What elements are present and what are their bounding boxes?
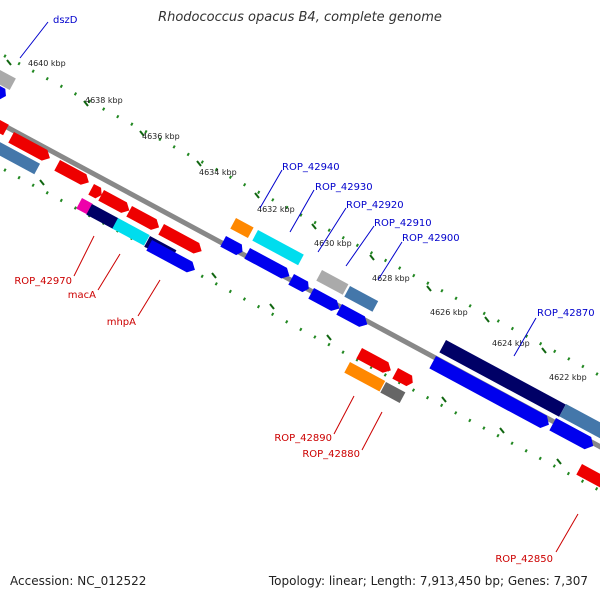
- gene-blue[interactable]: [288, 274, 311, 294]
- leader-line: [317, 207, 347, 253]
- leader-line: [345, 225, 375, 267]
- gene-label[interactable]: macA: [68, 290, 96, 301]
- map-title: Rhodococcus opacus B4, complete genome: [158, 10, 442, 25]
- gene-label[interactable]: ROP_42970: [14, 276, 72, 287]
- gene-blue[interactable]: [549, 418, 596, 452]
- tick-row-lower: [0, 165, 600, 493]
- tick-label: 4626 kbp: [430, 308, 468, 317]
- accession-text: Accession: NC_012522: [10, 574, 147, 588]
- tick-label: 4640 kbp: [28, 59, 66, 68]
- leader-line: [361, 411, 383, 451]
- leader-line: [19, 21, 49, 59]
- gene-red[interactable]: [54, 160, 91, 188]
- tick-label: 4632 kbp: [257, 205, 295, 214]
- gene-blue[interactable]: [244, 248, 292, 281]
- gene-grey[interactable]: [0, 55, 16, 90]
- gene-red[interactable]: [98, 190, 132, 216]
- leader-line: [555, 513, 579, 553]
- gene-label[interactable]: dszD: [53, 15, 78, 26]
- gene-red[interactable]: [356, 348, 393, 376]
- topology-text: Topology: linear; Length: 7,913,450 bp; …: [268, 574, 588, 588]
- gene-navy[interactable]: [439, 340, 566, 417]
- gene-red[interactable]: [0, 115, 9, 136]
- major-ticks-upper: [6, 59, 547, 354]
- gene-label[interactable]: ROP_42880: [302, 449, 360, 460]
- gene-red[interactable]: [8, 132, 52, 163]
- leader-line: [97, 253, 121, 291]
- gene-red[interactable]: [126, 206, 162, 233]
- gene-red[interactable]: [392, 368, 415, 388]
- tick-label: 4622 kbp: [549, 373, 587, 382]
- gene-cyan[interactable]: [252, 230, 304, 266]
- gene-label[interactable]: mhpA: [107, 317, 136, 328]
- gene-steel[interactable]: [559, 404, 600, 441]
- gene-blue[interactable]: [0, 83, 9, 101]
- leader-line: [73, 235, 95, 277]
- major-ticks-lower: [39, 179, 562, 465]
- gene-blue[interactable]: [146, 240, 197, 275]
- gene-label[interactable]: ROP_42940: [282, 162, 340, 173]
- gene-blue[interactable]: [220, 236, 245, 257]
- leader-line: [137, 279, 161, 317]
- gene-blue[interactable]: [308, 288, 342, 314]
- tick-label: 4634 kbp: [199, 168, 237, 177]
- leader-line: [333, 395, 355, 435]
- gene-label[interactable]: ROP_42930: [315, 182, 373, 193]
- gene-orange[interactable]: [344, 362, 386, 392]
- leader-line: [289, 189, 315, 233]
- gene-label[interactable]: ROP_42900: [402, 233, 460, 244]
- leader-line: [513, 317, 537, 357]
- gene-label[interactable]: ROP_42910: [374, 218, 432, 229]
- gene-magenta[interactable]: [76, 198, 93, 215]
- gene-red[interactable]: [576, 464, 600, 492]
- leader-line: [377, 241, 403, 281]
- gene-steel[interactable]: [344, 286, 379, 312]
- tick-label: 4624 kbp: [492, 339, 530, 348]
- gene-blue[interactable]: [429, 356, 552, 431]
- tick-label: 4636 kbp: [142, 132, 180, 141]
- gene-orange[interactable]: [230, 218, 254, 239]
- gene-red[interactable]: [88, 184, 104, 200]
- leader-line: [259, 169, 283, 209]
- gene-label[interactable]: ROP_42850: [495, 554, 553, 565]
- gene-steel[interactable]: [0, 140, 41, 175]
- gene-cyan[interactable]: [112, 218, 150, 246]
- gene-label[interactable]: ROP_42890: [274, 433, 332, 444]
- gene-darkgrey[interactable]: [380, 382, 406, 403]
- gene-blue[interactable]: [336, 304, 370, 330]
- tick-label: 4638 kbp: [85, 96, 123, 105]
- gene-grey[interactable]: [316, 270, 349, 295]
- tick-label: 4630 kbp: [314, 239, 352, 248]
- gene-label[interactable]: ROP_42870: [537, 308, 595, 319]
- gene-red[interactable]: [158, 224, 204, 256]
- gene-navy[interactable]: [86, 204, 119, 229]
- gene-label[interactable]: ROP_42920: [346, 200, 404, 211]
- tick-label: 4628 kbp: [372, 274, 410, 283]
